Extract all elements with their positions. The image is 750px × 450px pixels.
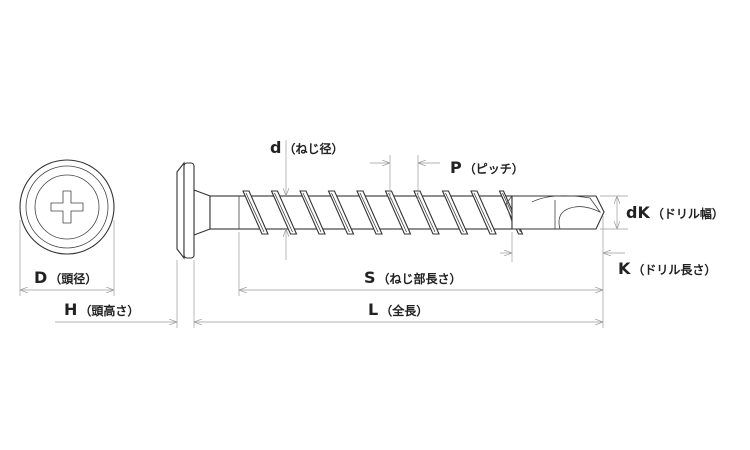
thread-edge xyxy=(388,192,407,233)
thread-edge xyxy=(416,192,436,233)
label-total-length: L（全長） xyxy=(368,300,428,319)
thread-edge xyxy=(302,192,322,233)
label-pitch: P（ピッチ） xyxy=(450,158,524,177)
phillips-cross-icon xyxy=(50,190,84,224)
thread-tooth xyxy=(299,190,326,235)
thread-edge xyxy=(331,192,350,233)
label-thread-length: S（ねじ部長さ） xyxy=(364,268,462,287)
thread-edge xyxy=(359,192,379,233)
thread-tooth xyxy=(270,190,298,235)
screw-side-view xyxy=(176,161,605,260)
label-drill-width: dK（ドリル幅） xyxy=(626,203,724,222)
thread-edge xyxy=(473,192,493,233)
thread-tooth xyxy=(441,190,469,235)
thread-tooth xyxy=(356,190,383,235)
label-head-diameter: D（頭径） xyxy=(34,268,97,287)
thread-tooth xyxy=(384,190,412,235)
thread-tooth xyxy=(470,190,497,235)
label-drill-length: K（ドリル長さ） xyxy=(618,259,716,278)
thread-edge xyxy=(445,192,464,233)
dimension-lines xyxy=(19,140,628,328)
screw-head-top-view xyxy=(19,159,115,255)
label-head-height: H（頭高さ） xyxy=(64,300,139,319)
thread-edge xyxy=(274,192,293,233)
label-d: d（ねじ径） xyxy=(270,138,343,157)
thread-tooth xyxy=(327,190,355,235)
thread-edge xyxy=(245,192,265,233)
thread-tooth xyxy=(242,190,269,235)
